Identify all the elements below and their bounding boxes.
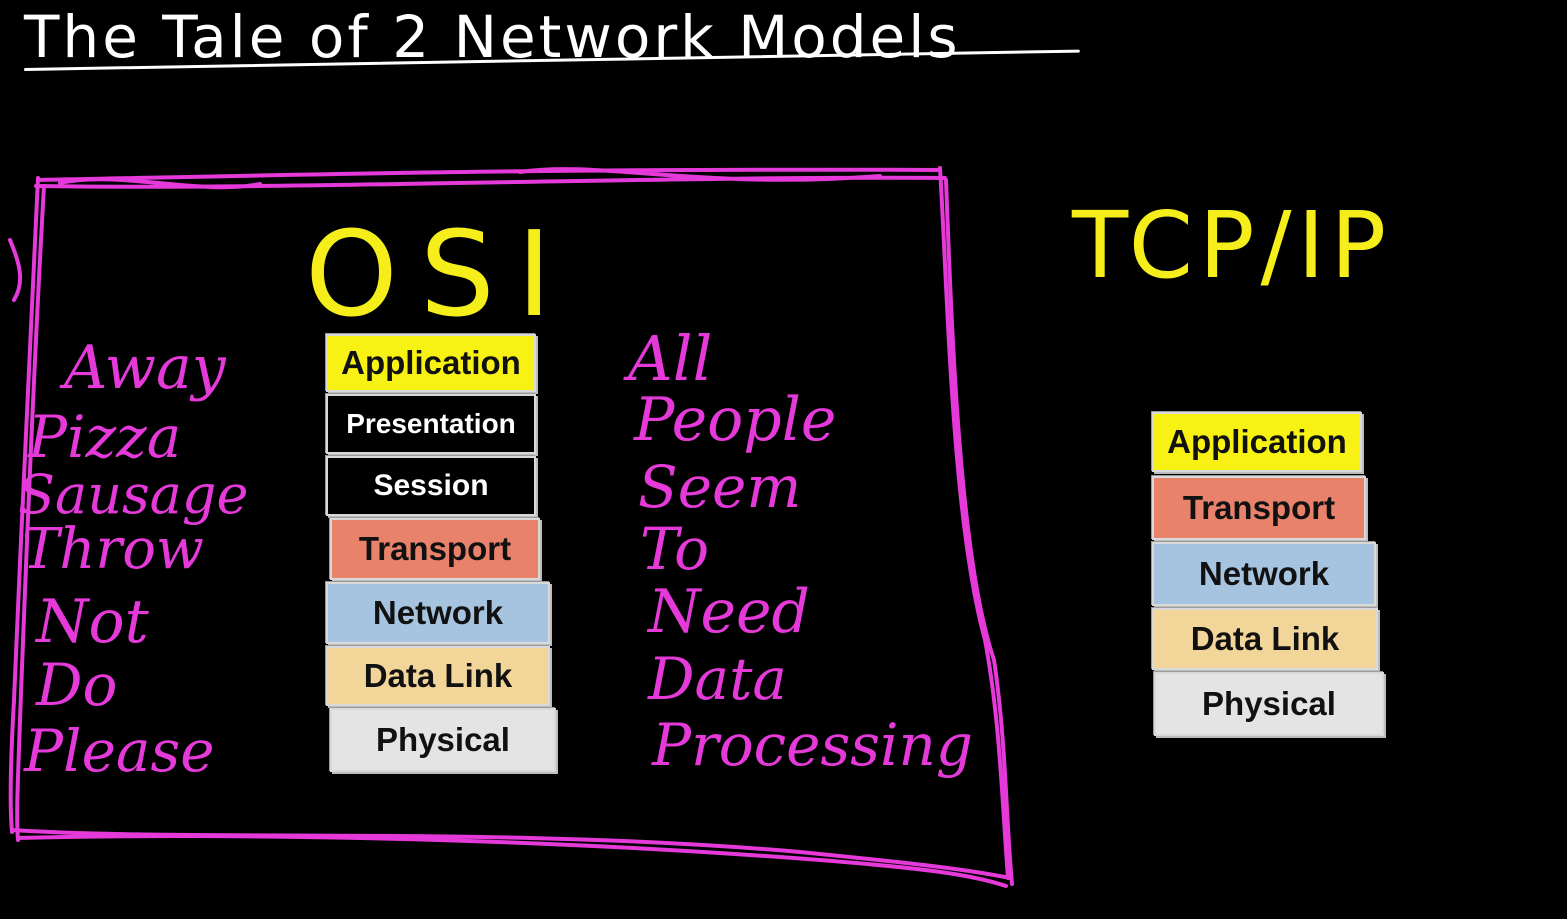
mnemonic-word: Processing [652, 711, 974, 779]
osi-layer-network: Network [326, 582, 550, 644]
mnemonic-word: Pizza [28, 403, 182, 471]
mnemonic-word: To [640, 515, 710, 583]
osi-layer-presentation: Presentation [326, 394, 536, 454]
osi-heading: OSI [305, 205, 574, 343]
mnemonic-word: All [628, 322, 713, 395]
mnemonic-word: Not [36, 587, 149, 657]
mnemonic-word: Throw [22, 517, 204, 582]
mnemonic-word: People [634, 385, 837, 455]
osi-layer-data-link: Data Link [326, 646, 550, 706]
tcpip-layer-network: Network [1152, 542, 1376, 606]
mnemonic-word: Need [648, 577, 810, 647]
tcpip-layer-data-link: Data Link [1152, 608, 1378, 670]
mnemonic-word: Please [24, 717, 215, 785]
osi-layer-transport: Transport [330, 518, 540, 580]
osi-layer-physical: Physical [330, 708, 556, 772]
page-title: The Tale of 2 Network Models [24, 3, 961, 71]
tcpip-heading: TCP/IP [1072, 192, 1393, 299]
tcpip-layer-transport: Transport [1152, 476, 1366, 540]
mnemonic-word: Away [64, 333, 226, 403]
mnemonic-word: Seem [638, 453, 802, 521]
mnemonic-word: Sausage [18, 463, 249, 526]
osi-layer-application: Application [326, 334, 536, 392]
mnemonic-word: Data [648, 645, 787, 713]
mnemonic-word: Do [36, 651, 118, 719]
osi-layer-session: Session [326, 456, 536, 516]
tcpip-layer-application: Application [1152, 412, 1362, 472]
tcpip-layer-physical: Physical [1154, 672, 1384, 736]
